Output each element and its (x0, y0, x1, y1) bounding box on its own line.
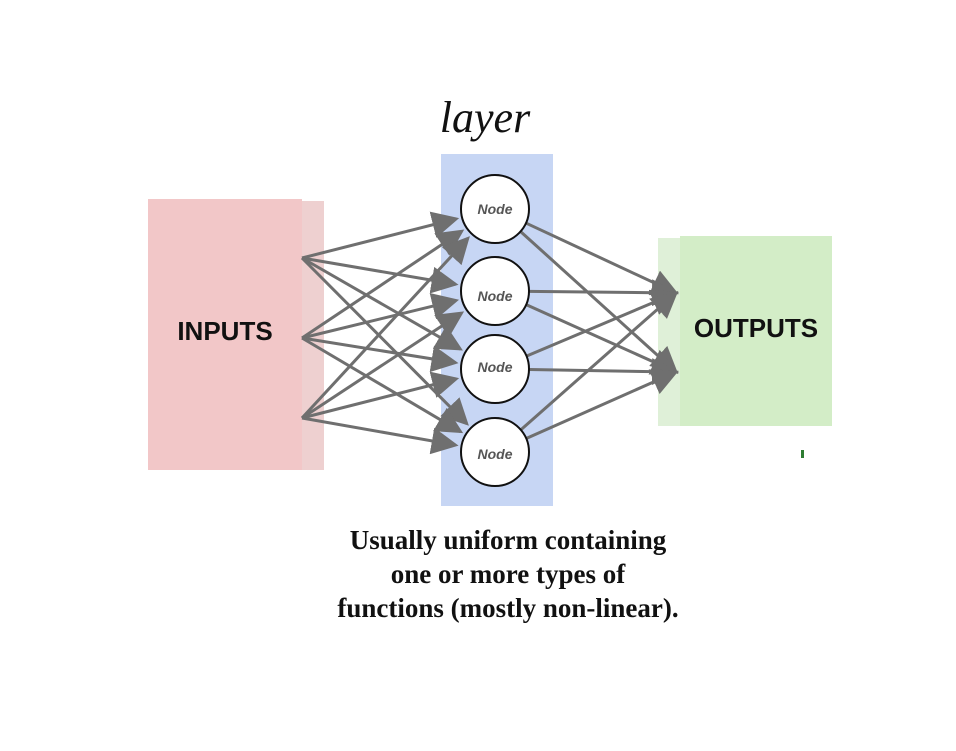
node-label: Node (477, 446, 513, 462)
connection-arrow (300, 236, 470, 420)
connection-arrow (301, 311, 465, 420)
connection-arrow (301, 336, 459, 373)
node-circle (460, 334, 530, 404)
outputs-label: OUTPUTS (693, 313, 819, 343)
connection-arrow (525, 369, 679, 440)
connection-arrow (525, 303, 679, 375)
connection-arrow (301, 371, 460, 420)
node-circle (460, 256, 530, 326)
connection-arrow (301, 293, 460, 340)
layer-title: layer (439, 93, 531, 142)
caption-line: functions (mostly non-linear). (337, 593, 679, 623)
layer-nodes (460, 174, 530, 487)
connection-arrow (525, 221, 679, 296)
node-label: Node (477, 201, 513, 217)
connection-arrow (301, 256, 463, 351)
connection-arrow (301, 336, 464, 434)
caption-line: one or more types of (390, 559, 626, 589)
node-label: Node (477, 359, 513, 375)
inputs-label: INPUTS (177, 316, 273, 346)
node-circle (460, 174, 530, 244)
inputs-box (148, 199, 302, 470)
connection-arrow (519, 230, 679, 375)
node-label: Node (477, 288, 513, 304)
connection-arrow (519, 291, 679, 431)
node-circle (460, 417, 530, 487)
caption: Usually uniform containing one or more t… (260, 523, 756, 625)
connection-arrow (301, 416, 459, 455)
connection-arrow (301, 211, 460, 260)
outputs-box (680, 236, 832, 426)
caption-line: Usually uniform containing (349, 525, 667, 555)
connection-arrows (300, 211, 679, 455)
connection-arrow (528, 279, 679, 307)
connection-arrow (301, 229, 465, 340)
stray-mark (801, 450, 804, 458)
outputs-box-edge (658, 238, 682, 426)
